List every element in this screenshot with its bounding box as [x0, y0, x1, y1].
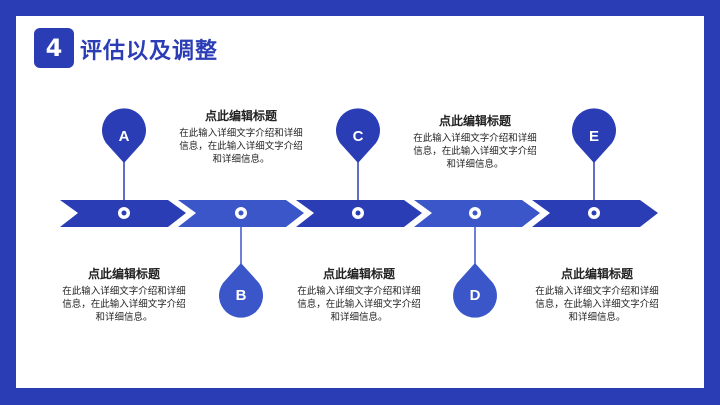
step-e-heading: 点此编辑标题: [560, 267, 633, 281]
step-b-body: 在此输入详细文字介绍和详细信息，在此输入详细文字介绍和详细信息。: [179, 128, 303, 165]
node-dots: [118, 207, 600, 219]
step-c-heading: 点此编辑标题: [322, 267, 395, 281]
pin-d-label: D: [470, 287, 481, 304]
page-title: 评估以及调整: [80, 39, 219, 64]
pin-e: [572, 108, 617, 163]
pin-c-label: C: [353, 128, 364, 145]
pin-e-label: E: [589, 128, 599, 145]
pin-c: [336, 108, 380, 163]
step-c-text: 点此编辑标题 在此输入详细文字介绍和详细信息，在此输入详细文字介绍和详细信息。: [294, 265, 424, 324]
step-e-body: 在此输入详细文字介绍和详细信息，在此输入详细文字介绍和详细信息。: [535, 286, 659, 323]
pin-b: [219, 263, 263, 318]
step-b-heading: 点此编辑标题: [204, 109, 277, 123]
step-d-heading: 点此编辑标题: [438, 114, 511, 128]
step-a-body: 在此输入详细文字介绍和详细信息，在此输入详细文字介绍和详细信息。: [62, 286, 186, 323]
step-e-text: 点此编辑标题 在此输入详细文字介绍和详细信息，在此输入详细文字介绍和详细信息。: [532, 265, 662, 324]
step-a-text: 点此编辑标题 在此输入详细文字介绍和详细信息，在此输入详细文字介绍和详细信息。: [59, 265, 189, 324]
step-d-text: 点此编辑标题 在此输入详细文字介绍和详细信息，在此输入详细文字介绍和详细信息。: [410, 112, 540, 171]
pin-d: [453, 263, 497, 318]
step-a-heading: 点此编辑标题: [87, 267, 160, 281]
step-b-text: 点此编辑标题 在此输入详细文字介绍和详细信息，在此输入详细文字介绍和详细信息。: [176, 107, 306, 166]
pin-a-label: A: [119, 128, 130, 145]
pin-b-label: B: [236, 287, 247, 304]
section-number: 4: [45, 34, 63, 62]
section-number-badge: 4: [34, 28, 74, 68]
step-d-body: 在此输入详细文字介绍和详细信息，在此输入详细文字介绍和详细信息。: [413, 133, 537, 170]
pin-a: [102, 108, 146, 163]
step-c-body: 在此输入详细文字介绍和详细信息，在此输入详细文字介绍和详细信息。: [297, 286, 421, 323]
